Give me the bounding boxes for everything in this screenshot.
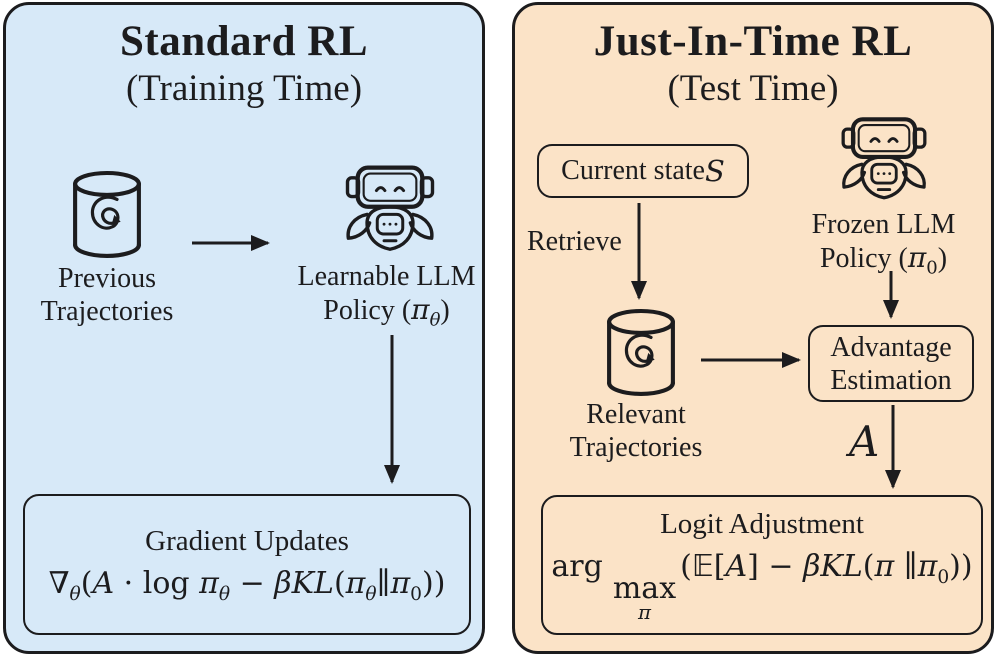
current-state-box: Current state S <box>537 144 749 198</box>
panel-title: Standard RL <box>119 18 369 65</box>
current-state-text: Current state <box>561 155 705 186</box>
panel-subtitle: (Test Time) <box>667 68 839 109</box>
formula-expectation: 𝔼 <box>691 549 714 585</box>
formula-pi1: π <box>199 565 219 601</box>
advantage-symbol: A <box>849 417 880 466</box>
formula-minus: − <box>230 565 275 601</box>
formula-pi: π <box>874 549 895 585</box>
database-label: Previous Trajectories <box>7 262 207 328</box>
frozen-policy-line2: Policy (π0) <box>781 241 986 285</box>
advantage-line2: Estimation <box>830 364 952 396</box>
formula-close: )) <box>949 549 973 585</box>
formula-bracket-open: [ <box>713 549 726 585</box>
formula-max-sub: π <box>637 600 651 624</box>
panel-title: Just-In-Time RL <box>593 18 913 65</box>
panel-subtitle: (Training Time) <box>125 68 363 109</box>
panel-just-in-time-rl: Just-In-Time RL (Test Time) Current stat… <box>512 2 994 654</box>
formula-A: A <box>725 549 748 585</box>
formula-betaKL: βKL <box>803 549 863 585</box>
formula-open1: ( <box>80 565 93 601</box>
gradient-box-title: Gradient Updates <box>145 524 349 557</box>
frozen-policy-suffix: ) <box>937 243 948 274</box>
advantage-estimation-box: Advantage Estimation <box>808 325 974 402</box>
formula-minus: − <box>758 549 804 585</box>
database-label-line2: Trajectories <box>40 296 174 327</box>
frozen-policy-line1: Frozen LLM <box>811 209 956 240</box>
formula-pi2-sub: θ <box>365 583 377 605</box>
formula-open2: ( <box>862 549 875 585</box>
database-label-line2: Trajectories <box>569 432 703 463</box>
formula-parallel: ∥ <box>894 549 918 585</box>
formula-pi3: π <box>390 565 411 601</box>
robot-llm-icon <box>835 115 933 207</box>
formula-close: )) <box>422 565 446 601</box>
database-cylinder-icon <box>66 167 148 261</box>
policy-label-pi: π <box>411 293 430 326</box>
formula-parallel: ∥ <box>376 565 391 601</box>
gradient-formula: ∇θ(A · log πθ − βKL(πθ∥π0)) <box>49 566 446 605</box>
formula-open2: ( <box>333 565 346 601</box>
policy-label-sub: θ <box>429 309 441 331</box>
panel-standard-rl: Standard RL (Training Time) Previous Tra… <box>3 2 485 654</box>
database-label-line1: Previous <box>58 263 156 294</box>
frozen-policy-sub: 0 <box>926 257 938 279</box>
logit-box-title: Logit Adjustment <box>660 508 864 541</box>
retrieve-label: Retrieve <box>527 226 622 257</box>
formula-nabla: ∇ <box>48 565 70 601</box>
formula-open1: ( <box>680 549 692 585</box>
formula-nabla-sub: θ <box>69 583 81 605</box>
frozen-policy-prefix: Policy ( <box>819 243 908 274</box>
robot-llm-icon <box>339 163 441 259</box>
frozen-policy-label: Frozen LLM Policy (π0) <box>781 208 986 285</box>
state-symbol: S <box>704 154 725 188</box>
database-label: Relevant Trajectories <box>536 398 736 464</box>
policy-label-prefix: Policy ( <box>323 295 412 326</box>
database-cylinder-icon <box>600 305 682 399</box>
formula-betaKL: βKL <box>274 565 334 601</box>
formula-bracket-close: ] <box>747 549 759 585</box>
formula-pi2-sub: 0 <box>937 567 950 589</box>
advantage-line1: Advantage <box>830 331 952 363</box>
policy-label-line2: Policy (πθ) <box>284 293 489 337</box>
policy-label-line1: Learnable LLM <box>297 261 476 292</box>
formula-pi1-sub: θ <box>218 583 231 605</box>
formula-arg: arg <box>551 549 603 585</box>
database-label-line1: Relevant <box>586 399 686 430</box>
formula-max: max <box>612 570 677 606</box>
gradient-updates-box: Gradient Updates ∇θ(A · log πθ − βKL(πθ∥… <box>23 494 471 635</box>
formula-pi2: π <box>917 549 938 585</box>
formula-pi3-sub: 0 <box>410 583 423 605</box>
formula-pi2: π <box>345 565 366 601</box>
policy-label: Learnable LLM Policy (πθ) <box>284 260 489 337</box>
policy-label-suffix: ) <box>440 295 450 326</box>
frozen-policy-pi: π <box>907 241 927 274</box>
formula-A: A <box>92 565 115 601</box>
formula-dot-log: · log <box>114 565 200 601</box>
